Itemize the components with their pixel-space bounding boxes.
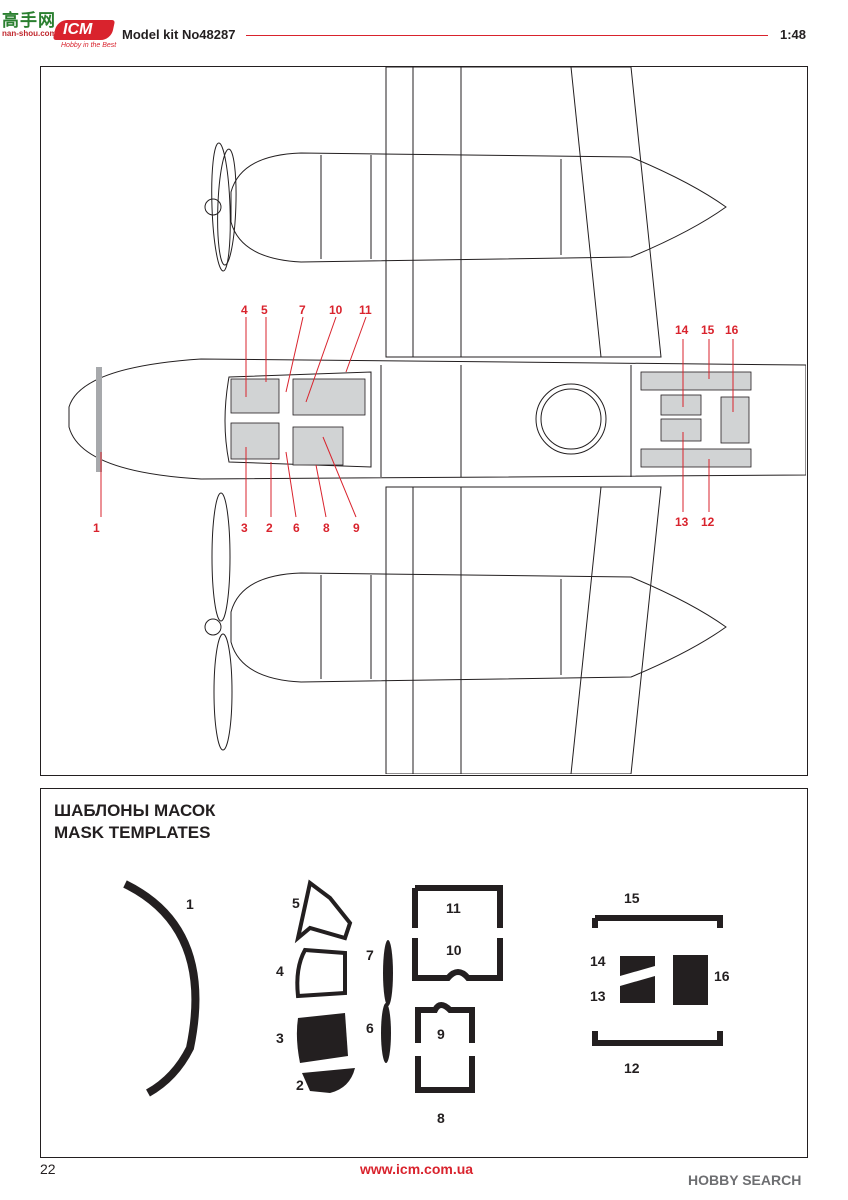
mask-label-16: 16 (714, 968, 730, 984)
mask-6-shape (381, 1003, 391, 1063)
watermark-characters: 高手网 (2, 11, 56, 31)
mask-11-shape (412, 885, 503, 928)
mask-15-shape (592, 915, 723, 928)
callout-10: 10 (329, 303, 343, 317)
callout-3: 3 (241, 521, 248, 535)
callout-5: 5 (261, 303, 268, 317)
callout-16: 16 (725, 323, 739, 337)
mask-label-1: 1 (186, 896, 194, 912)
logo-text: ICM (63, 21, 93, 38)
mask-label-6: 6 (366, 1020, 374, 1036)
mask-label-5: 5 (292, 895, 300, 911)
mask-label-11: 11 (446, 900, 461, 916)
mask-3-shape (296, 1013, 348, 1063)
mask-4-shape (295, 947, 347, 999)
icm-logo: ICM Hobby in the Best (52, 20, 117, 54)
callout-11: 11 (359, 303, 372, 317)
callout-15: 15 (701, 323, 715, 337)
mask-8-shape (415, 1056, 475, 1093)
mask-7-shape (383, 940, 393, 1006)
mask-label-7: 7 (366, 947, 374, 963)
mask-label-10: 10 (446, 942, 462, 958)
callout-9: 9 (353, 521, 360, 535)
mask-label-9: 9 (437, 1026, 445, 1042)
header-rule (246, 35, 768, 36)
mask-templates-panel (40, 788, 808, 1158)
mask-templates-drawing (123, 879, 723, 1097)
callout-12: 12 (701, 515, 715, 529)
mask-label-4: 4 (276, 963, 284, 979)
mask-2-shape (302, 1068, 355, 1093)
mask-1-shape (123, 880, 200, 1097)
mask-12-shape (592, 1031, 723, 1046)
callout-14: 14 (675, 323, 689, 337)
callout-1: 1 (93, 521, 100, 535)
mask-title-ru: ШАБЛОНЫ МАСОК (54, 801, 216, 820)
mask-14-shape (620, 956, 655, 976)
callout-7: 7 (299, 303, 306, 317)
mask-label-13: 13 (590, 988, 606, 1004)
kit-title: Model kit No48287 (122, 27, 236, 42)
mask-label-15: 15 (624, 890, 640, 906)
watermark: 高手网 nan-shou.com (2, 6, 66, 38)
logo-tagline: Hobby in the Best (61, 42, 117, 49)
mask-label-3: 3 (276, 1030, 284, 1046)
watermark-url: nan-shou.com (2, 29, 57, 38)
callout-13: 13 (675, 515, 689, 529)
mask-label-14: 14 (590, 953, 606, 969)
footer-url-link[interactable]: www.icm.com.ua (360, 1161, 474, 1177)
scale-label: 1:48 (780, 27, 807, 42)
mask-title-en: MASK TEMPLATES (54, 823, 211, 842)
mask-label-8: 8 (437, 1110, 445, 1126)
mask-9-shape (415, 1002, 475, 1043)
mask-section-title: ШАБЛОНЫ МАСОК MASK TEMPLATES (54, 800, 215, 844)
aircraft-top-view (68, 67, 806, 774)
callout-2: 2 (266, 521, 273, 535)
mask-label-12: 12 (624, 1060, 640, 1076)
mask-13-shape (620, 976, 655, 1003)
mask-label-2: 2 (296, 1077, 304, 1093)
mask-10-shape (412, 938, 503, 981)
hobby-search-watermark: HOBBY SEARCH (688, 1172, 802, 1188)
aircraft-diagram-panel: 1 2 3 4 5 6 7 8 9 10 11 12 13 14 15 16 (40, 66, 808, 776)
callout-4: 4 (241, 303, 248, 317)
mask-5-shape (294, 879, 353, 944)
callout-8: 8 (323, 521, 330, 535)
mask-16-shape (673, 955, 708, 1005)
callout-6: 6 (293, 521, 300, 535)
page-number: 22 (40, 1161, 56, 1177)
